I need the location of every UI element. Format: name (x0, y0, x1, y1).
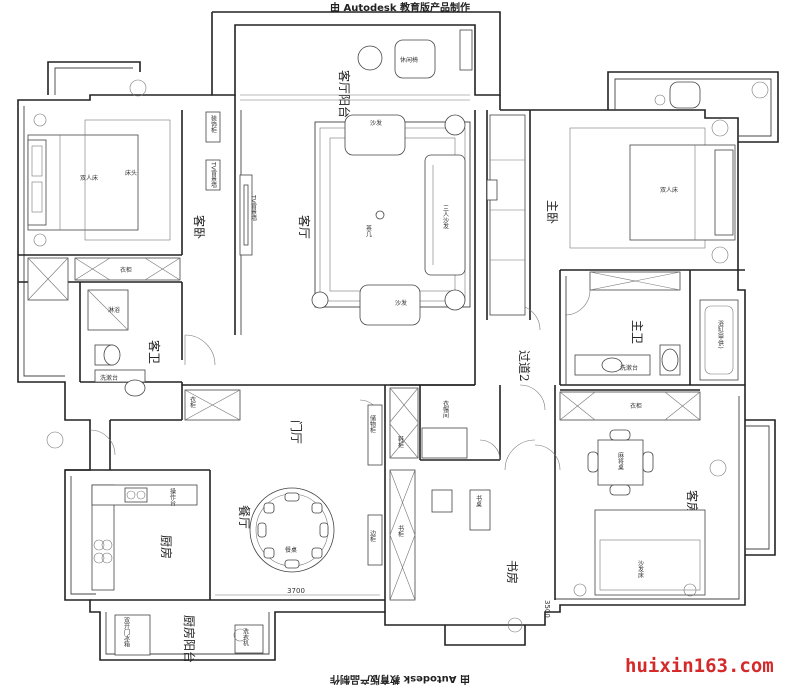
guest-bedroom-label: 客卧 (192, 215, 207, 239)
cooking-counter-label: 操作台 (169, 487, 176, 507)
cloakroom-label: 衣帽间 (442, 399, 449, 419)
master-bath: 浴缸(甲供) 主卫 洗漱台 (574, 271, 739, 381)
guest-bath-label: 客卫 (147, 340, 162, 364)
guest-room-label: 客房 (685, 490, 700, 514)
double-door-fridge-label: 双开门冰箱 (123, 617, 130, 648)
guest-bath: 淋浴 洗漱台 客卫 (87, 289, 162, 397)
watermark-text: huixin163.com (625, 655, 774, 677)
kitchen-balcony-label: 厨房阳台 (182, 615, 197, 663)
wardrobe-small-label: 装饰柜 (210, 114, 217, 134)
sofa-bed-label: 沙发床 (637, 560, 644, 579)
master-bath-label: 主卫 (630, 320, 644, 344)
bathtub-label: 浴缸(甲供) (717, 319, 724, 348)
foyer-label: 门厅 (289, 420, 304, 444)
tv-cabinet-label: TV背景墙 (250, 194, 257, 222)
wardrobe-left-label: 衣柜 (120, 266, 132, 274)
guest-bedroom: 双人床 床头 装饰柜 TV背景墙 客卧 (27, 111, 221, 247)
washbasin-left-label: 洗漱台 (100, 374, 118, 382)
living-balcony: 客厅阳台 休闲椅 (240, 29, 473, 118)
outer-walls (17, 11, 779, 661)
three-seat-sofa-label: 三人沙发 (442, 205, 449, 230)
kitchen-balcony: 双开门冰箱 厨房阳台 洗衣机 (114, 614, 264, 663)
shoe-cabinet-label: 鞋柜 (397, 435, 404, 449)
doors (89, 289, 591, 471)
bookshelf-label: 书柜 (397, 524, 404, 538)
header-text: 由 Autodesk 教育版产品制作 (330, 1, 470, 14)
plant-icons (46, 79, 769, 642)
guest-wardrobe: 衣柜 (27, 257, 181, 301)
master-bedroom: 主卧 双人床 (486, 81, 736, 316)
dining-dimension: 3700 (287, 587, 305, 595)
dining-table-label: 餐桌 (285, 546, 297, 554)
shower-label: 淋浴 (108, 306, 120, 314)
leisure-chair-label: 休闲椅 (400, 56, 418, 64)
sofa-top-label: 沙发 (370, 119, 382, 127)
corridor-label: 过道2 (517, 350, 531, 382)
master-bedroom-label: 主卧 (545, 200, 559, 224)
kitchen: 操作台 厨房 (91, 484, 198, 591)
wardrobe-mid-label: 衣柜 (189, 395, 196, 409)
study-dimension: 3500 (543, 600, 551, 618)
living-room-label: 客厅 (297, 215, 312, 239)
kitchen-label: 厨房 (159, 535, 174, 559)
living-room: 客厅 TV背景墙 沙发 三人沙发 茶几 沙发 (239, 114, 466, 326)
sofa-bottom-label: 沙发 (395, 299, 407, 307)
foyer-dining: 衣柜 储物柜 门厅 餐厅 餐桌 边柜 3700 3500 (184, 389, 551, 618)
living-balcony-label: 客厅阳台 (337, 70, 352, 118)
dining-label: 餐厅 (237, 505, 252, 529)
double-bed-right-label: 双人床 (660, 186, 678, 194)
side-cabinet-label: 边柜 (369, 529, 376, 543)
coffee-table-label: 茶几 (365, 224, 372, 238)
wardrobe-right-label: 衣柜 (630, 402, 642, 410)
guest-room: 衣柜 麻将桌 客房 沙发床 (559, 391, 706, 597)
footer-text: 由 Autodesk 教育版产品制作 (330, 673, 470, 686)
desk-label: 书桌 (475, 494, 482, 508)
laundry-label: 洗衣机 (242, 627, 249, 647)
study-label: 书房 (505, 560, 520, 584)
washbasin-right-label: 洗漱台 (620, 364, 638, 372)
mahjong-table-label: 麻将桌 (617, 451, 624, 471)
study: 鞋柜 衣帽间 书柜 书桌 书房 (389, 387, 520, 601)
storage-cabinet-label: 储物柜 (369, 414, 376, 434)
double-bed-label: 双人床 (80, 174, 98, 182)
tv-cabinet-small-label: TV背景墙 (210, 161, 217, 189)
bedding-label: 床头 (125, 169, 137, 177)
